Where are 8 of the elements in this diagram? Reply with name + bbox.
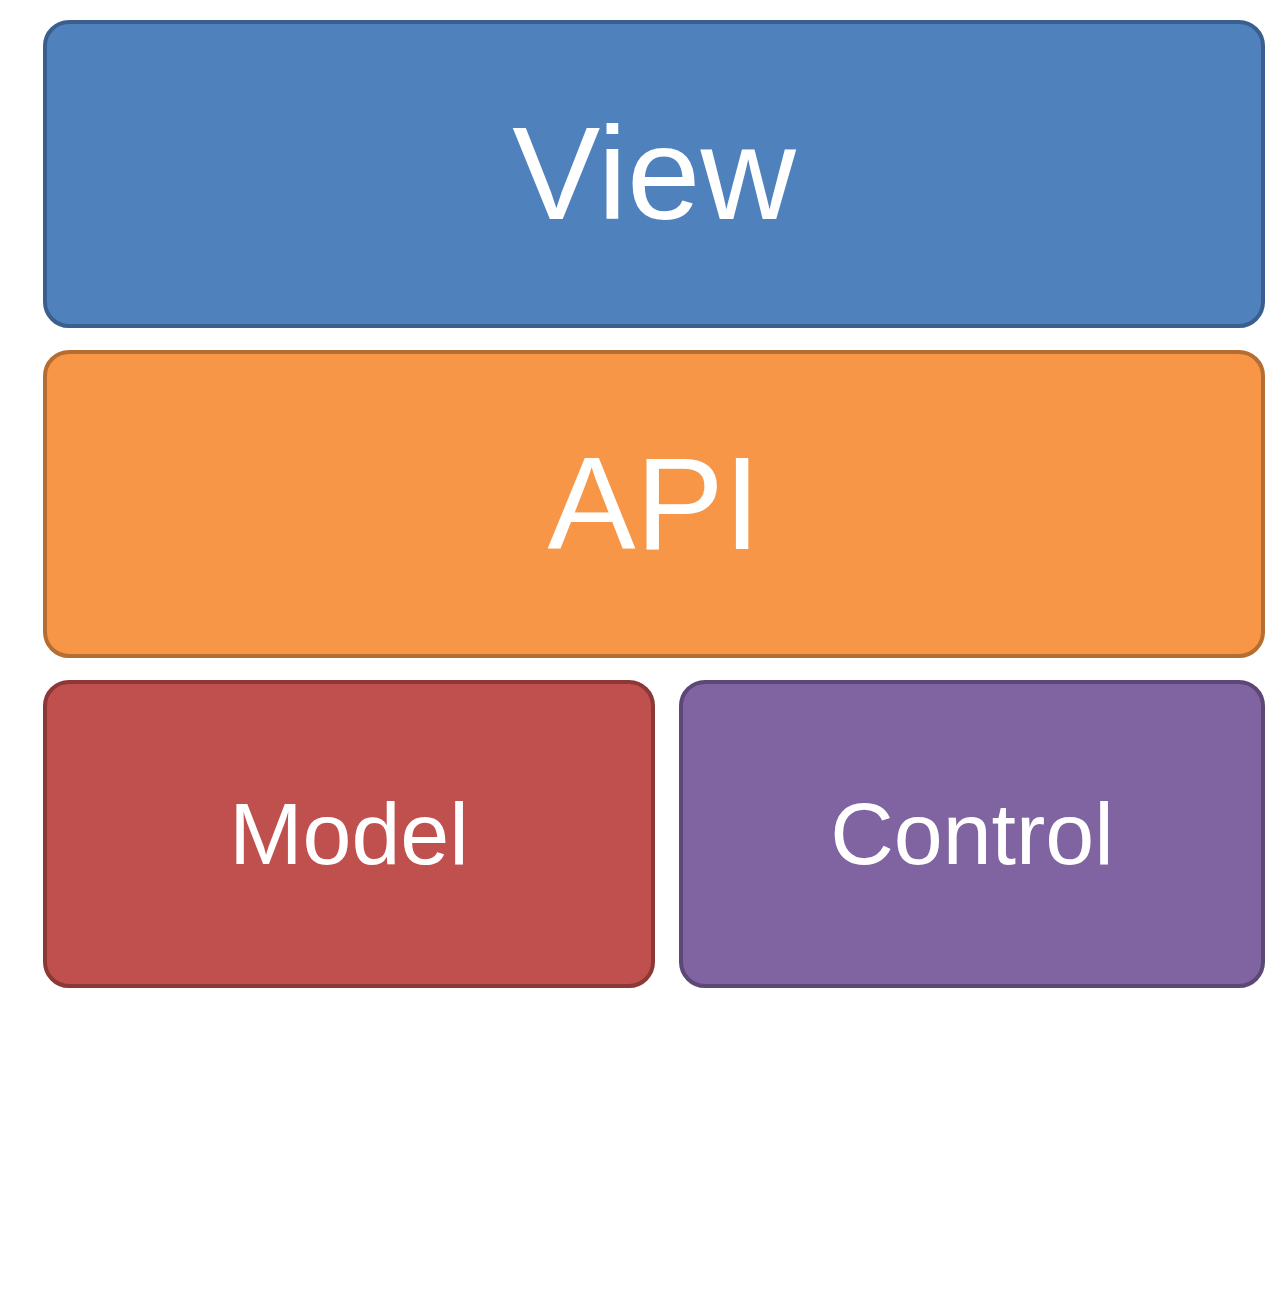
layer-name: Model — [229, 783, 469, 886]
layer-name: Control — [830, 783, 1114, 886]
module-box — [43, 680, 655, 988]
layer-box — [43, 20, 1265, 328]
module-box — [679, 680, 1265, 988]
layer-name: View — [512, 98, 796, 249]
layer-box — [43, 350, 1265, 658]
layer-name: API — [547, 428, 761, 579]
